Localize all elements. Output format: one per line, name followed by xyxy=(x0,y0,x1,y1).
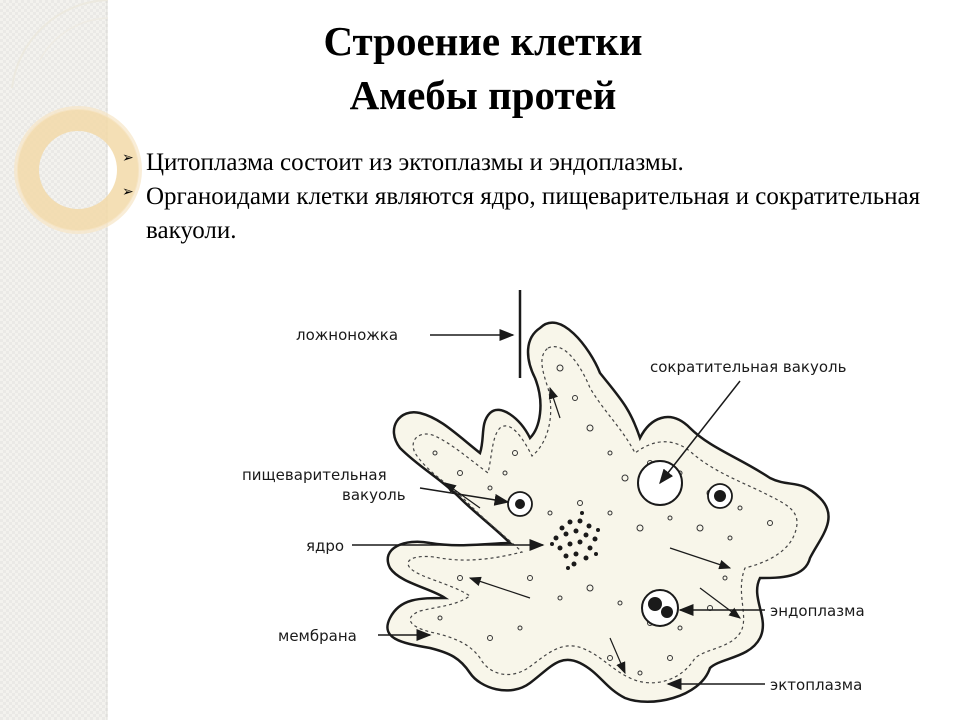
label-digestive-vacuole-line-2: вакуоль xyxy=(342,486,406,504)
bullet-arrow-icon: ➢ xyxy=(122,150,134,166)
label-ectoplasm: эктоплазма xyxy=(770,676,862,694)
label-nucleus: ядро xyxy=(306,537,344,555)
bullet-text: Цитоплазма состоит из эктоплазмы и эндоп… xyxy=(146,149,684,176)
ectoplasm-boundary xyxy=(407,346,798,684)
decorative-rings xyxy=(11,0,142,234)
accent-ring xyxy=(17,109,139,231)
amoeba-diagram: ложноножка сократительная вакуоль пищева… xyxy=(242,290,865,703)
label-digestive-vacuole-line-1: пищеварительная xyxy=(242,466,387,484)
nucleus xyxy=(545,510,605,570)
side-strip-edge xyxy=(106,0,108,720)
slide-title: Строение клетки Амебы протей xyxy=(230,14,736,122)
bullet-item: ➢ Цитоплазма состоит из эктоплазмы и энд… xyxy=(122,146,942,180)
cytoplasm-flow-arrows xyxy=(444,386,741,675)
bullet-item: ➢ Органоидами клетки являются ядро, пище… xyxy=(122,180,942,248)
digestive-vacuole xyxy=(707,483,733,509)
label-contractile-vacuole: сократительная вакуоль xyxy=(650,358,846,376)
label-membrane: мембрана xyxy=(278,627,357,645)
digestive-vacuole xyxy=(507,491,533,517)
bullet-arrow-icon: ➢ xyxy=(122,184,134,200)
title-line-1: Строение клетки xyxy=(323,18,643,64)
label-pseudopod: ложноножка xyxy=(296,326,398,344)
bullet-text: Органоидами клетки являются ядро, пищева… xyxy=(146,183,921,244)
bullet-list: ➢ Цитоплазма состоит из эктоплазмы и энд… xyxy=(122,146,942,248)
title-line-2: Амебы протей xyxy=(349,72,617,118)
label-endoplasm: эндоплазма xyxy=(770,602,865,620)
label-leader-lines xyxy=(352,329,765,690)
digestive-vacuole xyxy=(641,589,679,627)
